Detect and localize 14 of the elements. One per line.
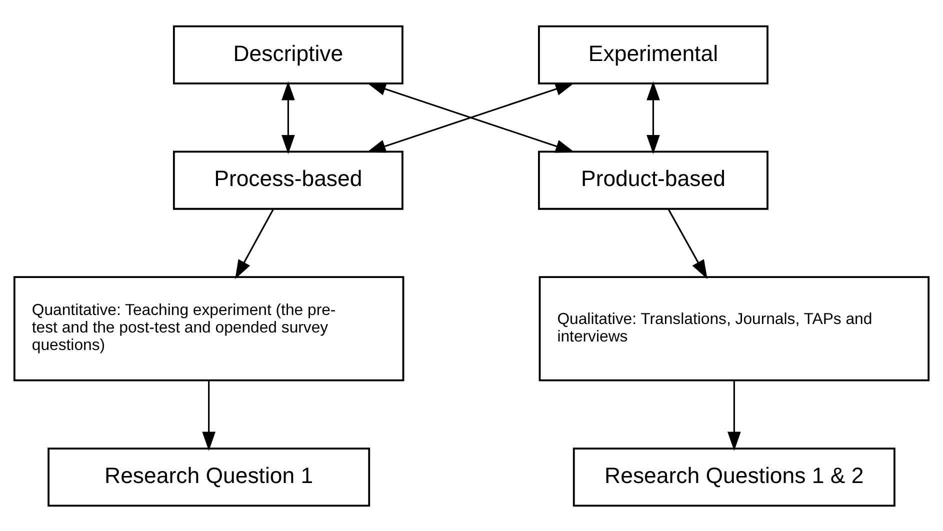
arrow [282, 80, 295, 154]
arrow [668, 208, 708, 279]
node-box: Qualitative: Translations, Journals, TAPs and interviews [538, 276, 930, 381]
node-box: Research Question 1 [48, 447, 370, 506]
arrow [646, 80, 660, 154]
node-box: Quantitative: Teaching experiment (the pre-test and the post-test and opended survey questions) [13, 276, 404, 381]
arrow [235, 208, 274, 279]
node-box: Process-based [172, 150, 404, 210]
node-box: Research Questions 1 & 2 [572, 447, 896, 506]
node-box: Product-based [538, 150, 768, 210]
node-box: Experimental [538, 24, 768, 84]
node-box: Descriptive [172, 24, 404, 84]
arrow [202, 380, 216, 450]
arrow [728, 380, 741, 450]
